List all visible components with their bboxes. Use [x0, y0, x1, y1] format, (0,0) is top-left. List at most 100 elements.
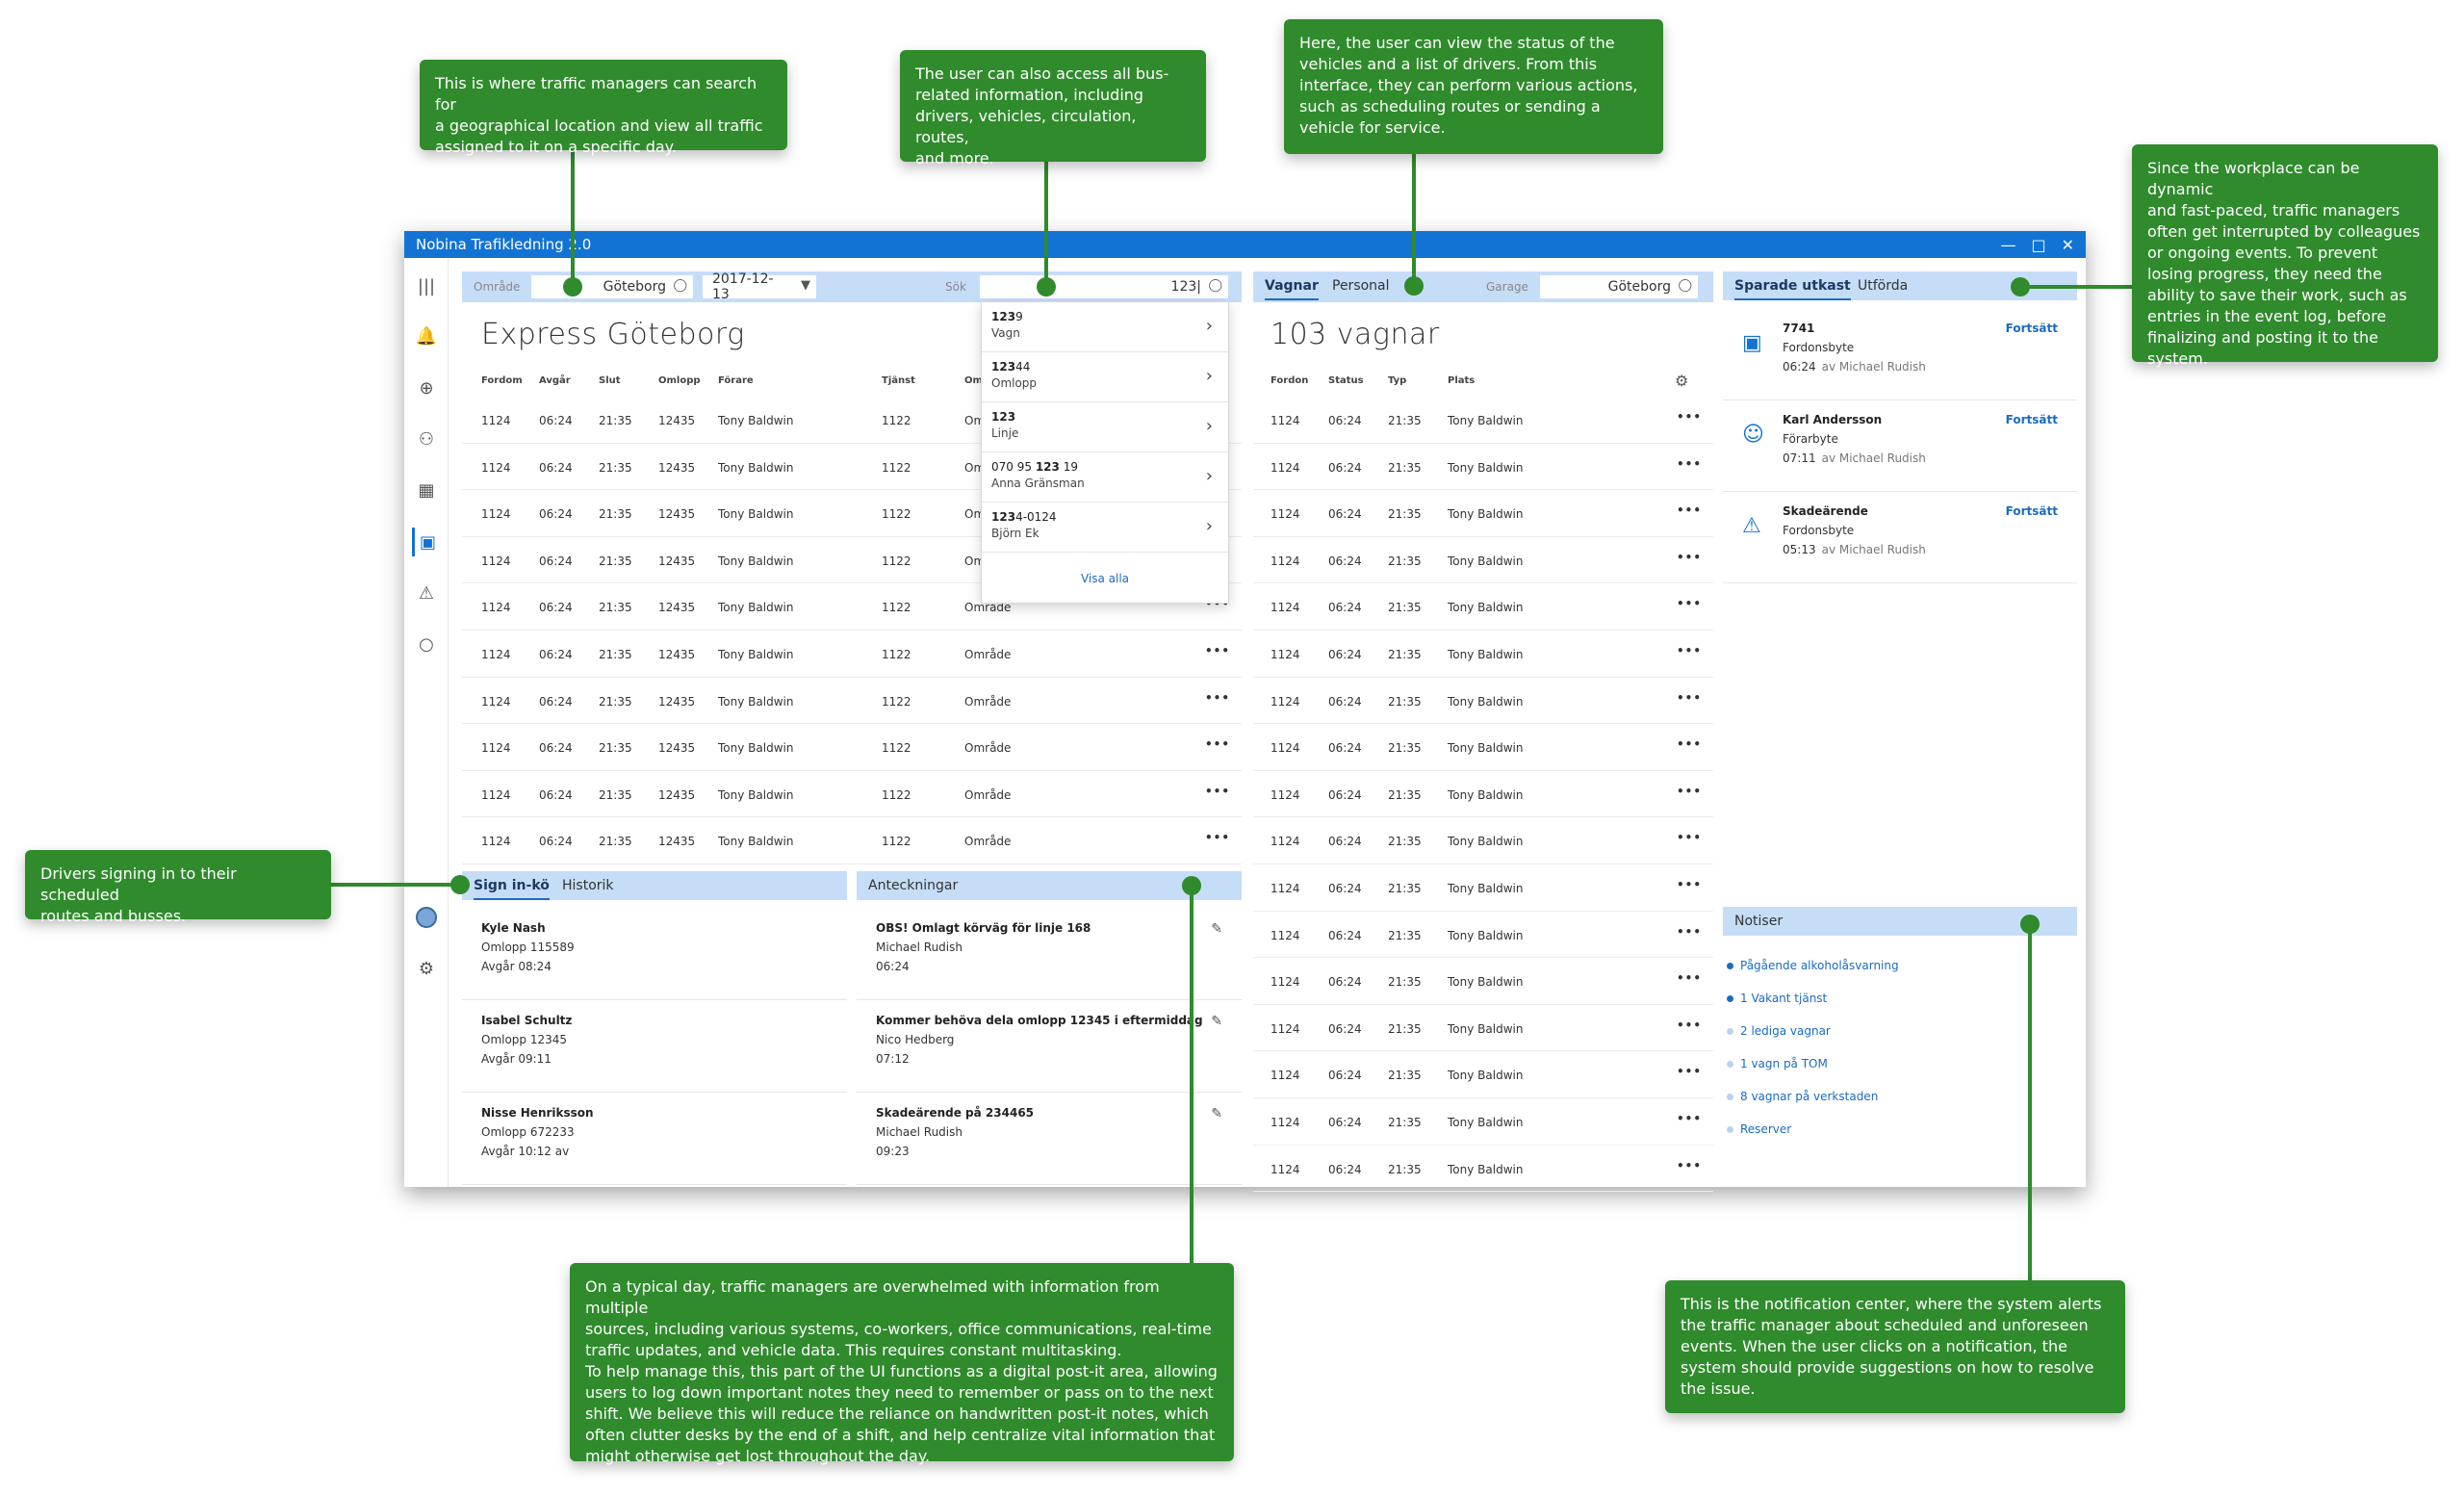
more-icon[interactable]: •••: [1205, 737, 1231, 752]
more-icon[interactable]: •••: [1677, 924, 1703, 939]
more-icon[interactable]: •••: [1677, 831, 1703, 845]
gear-icon[interactable]: ⚙: [418, 958, 435, 979]
bus-icon[interactable]: ▣: [412, 528, 441, 556]
more-icon[interactable]: •••: [1677, 737, 1703, 752]
avatar[interactable]: [412, 903, 441, 932]
more-icon[interactable]: •••: [1205, 831, 1231, 845]
more-icon[interactable]: •••: [1677, 456, 1703, 471]
minimize-icon[interactable]: —: [2000, 235, 2016, 254]
close-icon[interactable]: ✕: [2061, 235, 2074, 254]
more-icon[interactable]: •••: [1677, 503, 1703, 518]
notification-item[interactable]: 8 vagnar på verkstaden: [1727, 1090, 1878, 1103]
edit-icon[interactable]: ✎: [1211, 1014, 1222, 1029]
date-select[interactable]: 2017-12-13▼: [703, 271, 816, 302]
tab-completed[interactable]: Utförda: [1858, 278, 1909, 294]
notification-item[interactable]: 1 Vakant tjänst: [1727, 992, 1827, 1005]
tab-personal[interactable]: Personal: [1332, 278, 1390, 294]
continue-button[interactable]: Fortsätt: [2005, 322, 2058, 335]
more-icon[interactable]: •••: [1677, 784, 1703, 798]
notification-item[interactable]: Reserver: [1727, 1122, 1791, 1136]
more-icon[interactable]: •••: [1677, 597, 1703, 611]
tab-vagnar[interactable]: Vagnar: [1265, 278, 1319, 300]
column-header[interactable]: Avgår: [539, 375, 571, 386]
more-icon[interactable]: •••: [1677, 1158, 1703, 1173]
more-icon[interactable]: •••: [1677, 643, 1703, 657]
more-icon[interactable]: •••: [1677, 1065, 1703, 1079]
maximize-icon[interactable]: □: [2031, 235, 2046, 254]
column-header[interactable]: Fordon: [1270, 375, 1309, 386]
plus-circle-icon[interactable]: ⊕: [419, 377, 434, 399]
more-icon[interactable]: •••: [1677, 690, 1703, 705]
more-icon[interactable]: •••: [1677, 971, 1703, 986]
column-header[interactable]: Plats: [1448, 375, 1476, 386]
notification-item[interactable]: 2 lediga vagnar: [1727, 1024, 1831, 1038]
more-icon[interactable]: •••: [1205, 690, 1231, 705]
more-icon[interactable]: •••: [1677, 1018, 1703, 1032]
continue-button[interactable]: Fortsätt: [2005, 413, 2058, 426]
area-input[interactable]: Göteborg◯: [531, 275, 693, 298]
more-icon[interactable]: •••: [1205, 784, 1231, 798]
edit-icon[interactable]: ✎: [1211, 1106, 1222, 1121]
note-item[interactable]: Kommer behöva dela omlopp 12345 i efterm…: [857, 1002, 1242, 1093]
continue-button[interactable]: Fortsätt: [2005, 504, 2058, 518]
column-header[interactable]: Fordom: [481, 375, 523, 386]
more-icon[interactable]: •••: [1677, 550, 1703, 564]
warning-icon[interactable]: ⚠: [418, 582, 435, 604]
tab-saved-drafts[interactable]: Sparade utkast: [1734, 278, 1851, 300]
notification-item[interactable]: 1 vagn på TOM: [1727, 1057, 1828, 1070]
people-icon[interactable]: ⚇: [418, 428, 435, 450]
column-header[interactable]: Tjänst: [882, 375, 915, 386]
calendar-icon[interactable]: ▦: [418, 479, 435, 501]
search-input[interactable]: 123|◯: [980, 275, 1228, 298]
garage-input[interactable]: Göteborg◯: [1540, 275, 1698, 298]
tab-history[interactable]: Historik: [562, 878, 614, 893]
chat-icon[interactable]: ○: [419, 633, 434, 655]
edit-icon[interactable]: ✎: [1211, 921, 1222, 937]
menu-icon[interactable]: |||: [417, 275, 436, 296]
column-header[interactable]: Förare: [718, 375, 754, 386]
show-all-link[interactable]: Visa alla: [1080, 572, 1130, 585]
column-header[interactable]: Status: [1328, 375, 1364, 386]
column-header[interactable]: Om: [964, 375, 983, 386]
more-icon[interactable]: •••: [1677, 410, 1703, 424]
column-header[interactable]: Typ: [1388, 375, 1407, 386]
settings-gear-icon[interactable]: ⚙: [1675, 372, 1689, 390]
more-icon[interactable]: •••: [1205, 643, 1231, 657]
bell-icon[interactable]: 🔔: [415, 325, 438, 347]
